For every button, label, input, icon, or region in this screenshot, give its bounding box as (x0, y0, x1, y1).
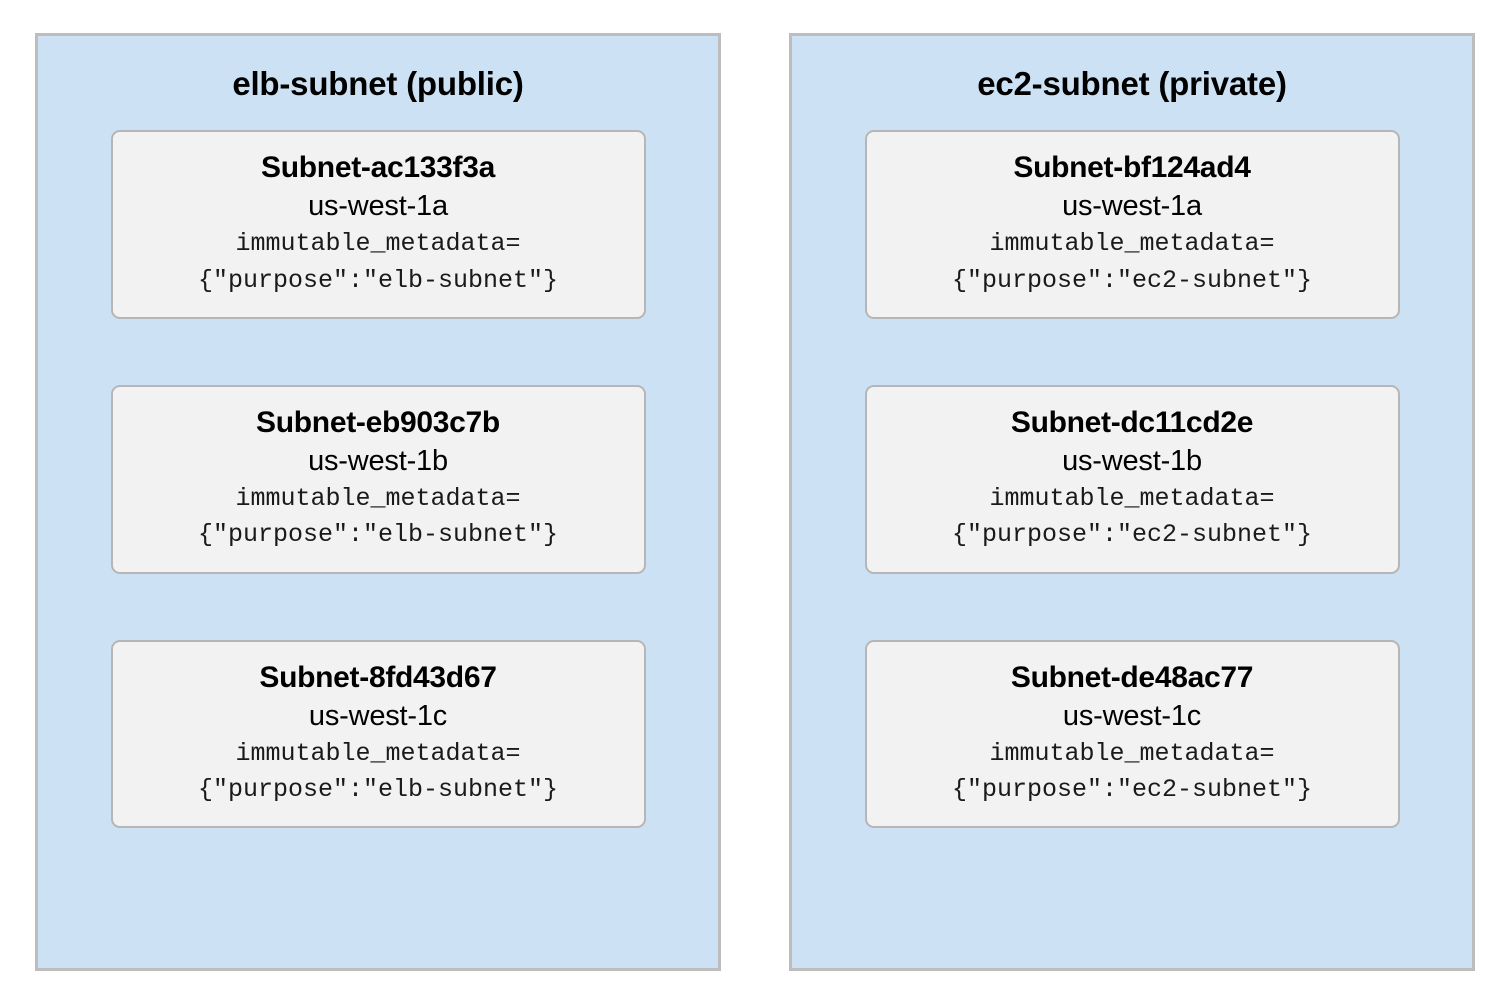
subnet-card[interactable]: Subnet-eb903c7b us-west-1b immutable_met… (110, 384, 646, 574)
subnet-card-availability-zone: us-west-1b (308, 444, 448, 477)
subnet-card-title: Subnet-8fd43d67 (259, 660, 497, 694)
subnet-card-metadata-key: immutable_metadata= (235, 484, 521, 514)
subnet-card-metadata-key: immutable_metadata= (235, 738, 521, 768)
subnet-card-title: Subnet-dc11cd2e (1010, 405, 1254, 439)
subnet-card[interactable]: Subnet-de48ac77 us-west-1c immutable_met… (864, 639, 1400, 829)
subnet-card-availability-zone: us-west-1a (1062, 190, 1202, 223)
subnet-card-list-elb: Subnet-ac133f3a us-west-1a immutable_met… (38, 130, 718, 829)
subnet-card[interactable]: Subnet-dc11cd2e us-west-1b immutable_met… (864, 384, 1400, 574)
panel-title-ec2: ec2-subnet (private) (977, 65, 1287, 102)
subnet-card-metadata-value: {"purpose":"ec2-subnet"} (951, 774, 1313, 804)
subnet-card-title: Subnet-bf124ad4 (1013, 151, 1251, 185)
subnet-panels-container: elb-subnet (public) Subnet-ac133f3a us-w… (35, 33, 1475, 971)
subnet-panel-ec2: ec2-subnet (private) Subnet-bf124ad4 us-… (789, 33, 1475, 971)
subnet-card-metadata-value: {"purpose":"elb-subnet"} (197, 774, 559, 804)
subnet-card-metadata-key: immutable_metadata= (235, 229, 521, 259)
subnet-card[interactable]: Subnet-ac133f3a us-west-1a immutable_met… (110, 130, 646, 319)
subnet-card-title: Subnet-de48ac77 (1010, 660, 1254, 694)
subnet-card-metadata-value: {"purpose":"elb-subnet"} (197, 520, 559, 550)
subnet-card-title: Subnet-eb903c7b (256, 405, 500, 439)
subnet-card-availability-zone: us-west-1c (1062, 699, 1202, 732)
subnet-card-metadata-value: {"purpose":"ec2-subnet"} (951, 265, 1313, 295)
subnet-card[interactable]: Subnet-bf124ad4 us-west-1a immutable_met… (864, 130, 1400, 319)
subnet-card-availability-zone: us-west-1b (1062, 444, 1202, 477)
subnet-card-metadata-key: immutable_metadata= (989, 229, 1275, 259)
subnet-card-metadata-value: {"purpose":"ec2-subnet"} (951, 520, 1313, 550)
subnet-card-availability-zone: us-west-1c (308, 699, 448, 732)
subnet-card-metadata-value: {"purpose":"elb-subnet"} (197, 265, 559, 295)
subnet-card-availability-zone: us-west-1a (308, 190, 448, 223)
subnet-panel-elb: elb-subnet (public) Subnet-ac133f3a us-w… (35, 33, 721, 971)
panel-title-elb: elb-subnet (public) (232, 65, 524, 102)
subnet-card-metadata-key: immutable_metadata= (989, 738, 1275, 768)
subnet-card[interactable]: Subnet-8fd43d67 us-west-1c immutable_met… (110, 639, 646, 829)
subnet-card-title: Subnet-ac133f3a (261, 151, 495, 185)
subnet-card-metadata-key: immutable_metadata= (989, 484, 1275, 514)
subnet-card-list-ec2: Subnet-bf124ad4 us-west-1a immutable_met… (792, 130, 1472, 829)
